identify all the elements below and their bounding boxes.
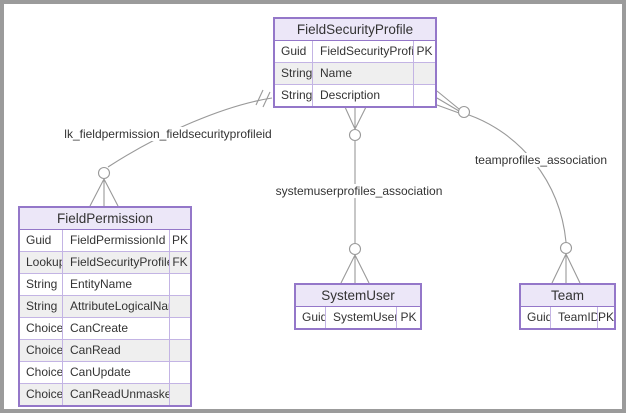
entity-title: SystemUser bbox=[296, 285, 420, 307]
many-marker-crowfoot bbox=[340, 254, 370, 284]
attribute-name-cell: AttributeLogicalName bbox=[63, 296, 170, 317]
attribute-name-cell: CanCreate bbox=[63, 318, 170, 339]
attribute-type-cell: Guid bbox=[20, 230, 63, 251]
attribute-row: GuidFieldSecurityProfileIdPK bbox=[275, 41, 435, 62]
attribute-key-cell: PK bbox=[400, 310, 417, 324]
one-marker-tick bbox=[255, 89, 264, 106]
attribute-key-cell bbox=[414, 85, 435, 106]
attribute-key-cell: PK bbox=[416, 44, 433, 58]
entity-title: FieldSecurityProfile bbox=[275, 19, 435, 41]
zero-marker-circle bbox=[457, 105, 471, 119]
attribute-type-cell: String bbox=[20, 296, 63, 317]
many-marker-crowfoot bbox=[551, 253, 581, 284]
attribute-type-cell: Choice bbox=[20, 318, 63, 339]
attribute-key-cell bbox=[170, 274, 190, 295]
attribute-type-cell: Choice bbox=[20, 384, 63, 405]
attribute-name-cell: FieldSecurityProfileId bbox=[63, 252, 170, 273]
attribute-key-cell: PK bbox=[171, 233, 188, 247]
relationship-lk-fieldpermission bbox=[89, 89, 273, 207]
attribute-name-cell: CanReadUnmasked bbox=[63, 384, 170, 405]
attribute-key-cell bbox=[170, 296, 190, 317]
relationship-lines bbox=[89, 89, 581, 284]
entity-rows: GuidFieldSecurityProfileIdPKStringNameSt… bbox=[275, 41, 435, 106]
attribute-type-cell: String bbox=[275, 63, 313, 84]
attribute-row: StringAttributeLogicalName bbox=[20, 295, 190, 317]
attribute-name-cell: FieldPermissionId bbox=[63, 230, 170, 251]
attribute-row: LookupFieldSecurityProfileIdFK bbox=[20, 251, 190, 273]
attribute-name-cell: FieldSecurityProfileId bbox=[313, 41, 414, 62]
many-marker-crowfoot bbox=[436, 90, 460, 114]
entity-rows: GuidSystemUserIdPK bbox=[296, 307, 420, 328]
zero-marker-circle bbox=[348, 242, 362, 256]
attribute-key-cell bbox=[170, 340, 190, 361]
many-marker-crowfoot bbox=[344, 106, 367, 130]
relationship-label-teamprofiles: teamprofiles_association bbox=[471, 153, 611, 167]
attribute-type-cell: Choice bbox=[20, 340, 63, 361]
relationship-label-lk-fieldpermission: lk_fieldpermission_fieldsecurityprofilei… bbox=[61, 127, 275, 141]
attribute-type-cell: Guid bbox=[296, 307, 326, 328]
attribute-name-cell: CanUpdate bbox=[63, 362, 170, 383]
zero-marker-circle bbox=[348, 128, 362, 142]
attribute-key-cell: PK bbox=[598, 310, 614, 324]
attribute-type-cell: String bbox=[20, 274, 63, 295]
attribute-key-cell bbox=[170, 318, 190, 339]
attribute-name-cell: EntityName bbox=[63, 274, 170, 295]
attribute-type-cell: Lookup bbox=[20, 252, 63, 273]
attribute-name-cell: Description bbox=[313, 85, 414, 106]
attribute-type-cell: String bbox=[275, 85, 313, 106]
relationship-label-systemuserprofiles: systemuserprofiles_association bbox=[272, 184, 446, 198]
attribute-name-cell: TeamID bbox=[551, 307, 598, 328]
zero-marker-circle bbox=[97, 166, 111, 180]
attribute-name-cell: CanRead bbox=[63, 340, 170, 361]
relationship-teamprofiles bbox=[436, 90, 581, 284]
one-marker-tick bbox=[262, 91, 271, 108]
entity-systemuser: SystemUser GuidSystemUserIdPK bbox=[294, 283, 422, 330]
relationship-systemuserprofiles bbox=[340, 106, 370, 284]
entity-title: FieldPermission bbox=[20, 208, 190, 230]
attribute-name-cell: Name bbox=[313, 63, 414, 84]
attribute-key-cell bbox=[414, 63, 435, 84]
many-marker-crowfoot bbox=[89, 178, 119, 207]
attribute-type-cell: Guid bbox=[275, 41, 313, 62]
entity-title: Team bbox=[521, 285, 614, 307]
attribute-name-cell: SystemUserId bbox=[326, 307, 397, 328]
attribute-key-cell bbox=[170, 362, 190, 383]
attribute-type-cell: Guid bbox=[521, 307, 551, 328]
attribute-type-cell: Choice bbox=[20, 362, 63, 383]
attribute-row: GuidSystemUserIdPK bbox=[296, 307, 420, 328]
zero-marker-circle bbox=[559, 241, 573, 255]
attribute-key-cell bbox=[170, 384, 190, 405]
attribute-key-cell: FK bbox=[172, 255, 188, 269]
